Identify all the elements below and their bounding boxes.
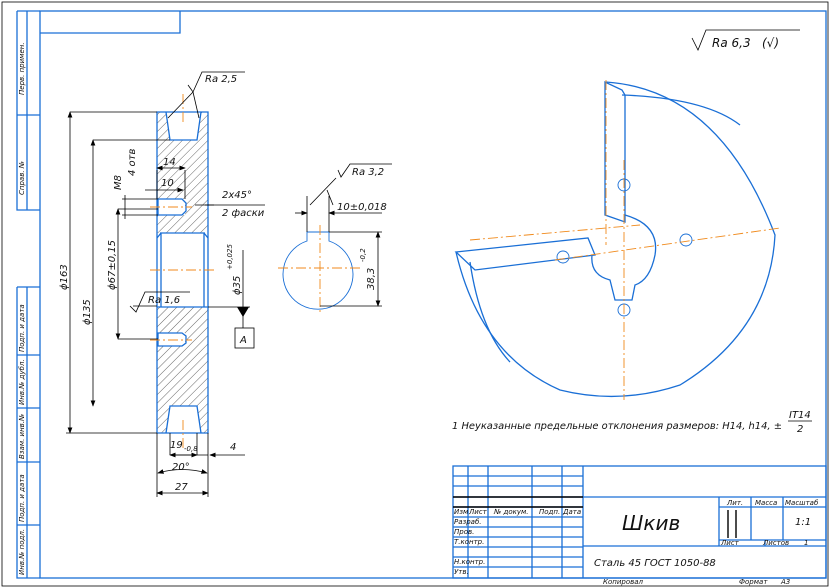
note-fraction-den: 2 [797,424,803,435]
dim-key-width: 10±0,018 [337,202,387,213]
chamfer-note: 2 фаски [222,208,265,219]
note-text: 1 Неуказанные предельные отклонения разм… [452,421,782,432]
col-header: № докум. [493,508,529,516]
dim-d35-tolerance: +0,025 [226,244,234,270]
dim-d67: ϕ67±0,15 [107,240,118,290]
dim-angle: 20° [172,462,190,473]
dim-w10: 10 [161,178,174,189]
top-left-stamp [40,11,181,34]
title-block: Изм Лист № докум. Подп. Дата Разраб. Про… [452,465,827,586]
format-value: A3 [780,578,790,586]
roughness-mark: (√) [762,36,779,50]
col-header: Изм [454,508,469,516]
datum-label: A [239,335,247,346]
dim-key-depth: 38,3 [366,268,377,290]
scale-value: 1:1 [795,517,811,528]
role-label: Утв. [454,568,469,576]
col-header: Лист [468,508,488,516]
dim-w19-tolerance: -0,8 [184,445,198,453]
header-lit: Лит. [726,499,743,507]
pulley-front-view [454,80,781,400]
dim-key-depth-tolerance: -0,2 [359,248,367,262]
keyway-view: 10±0,018 38,3 -0,2 Ra 3,2 [278,163,392,312]
header-scale: Масштаб [785,499,819,507]
format-label: Формат [739,578,768,586]
note-fraction-num: IT14 [789,410,811,421]
roughness-value: Ra 6,3 [712,36,751,50]
dim-d35: ϕ35 [232,276,243,295]
role-label: Пров. [454,528,474,536]
dim-w14: 14 [163,157,176,168]
sheets-value: 1 [804,539,808,547]
role-label: Т.контр. [454,538,484,546]
datum-box [234,327,255,349]
col-header: Подп. [539,508,560,516]
role-label: Н.контр. [454,558,485,566]
general-roughness: Ra 6,3 (√) [691,29,800,51]
dim-holes-count: 4 отв [127,149,138,176]
side-strip: Перв. примен. Справ. № Подп. и дата Инв.… [16,10,40,579]
technical-note: 1 Неуказанные предельные отклонения разм… [452,410,812,435]
header-mass: Масса [755,499,777,507]
dim-d135: ϕ135 [82,299,93,325]
strip-label: Инв.№ подл. [18,529,26,575]
strip-label: Справ. № [18,161,26,195]
pulley-section-view: ϕ163 ϕ135 ϕ67±0,15 M8 4 отв 14 10 2x45° … [59,71,265,497]
roughness-groove: Ra 2,5 [205,74,237,85]
material: Сталь 45 ГОСТ 1050-88 [594,558,716,569]
strip-label: Перв. примен. [18,42,26,95]
dim-thread: M8 [113,175,124,190]
roughness-bore: Ra 1,6 [148,295,180,306]
dim-chamfer: 2x45° [222,190,252,201]
dim-d163: ϕ163 [59,264,70,290]
strip-label: Подп. и дата [18,474,26,522]
part-name: Шкив [622,511,680,535]
dim-w4: 4 [230,442,236,453]
role-label: Разраб. [454,518,482,526]
col-header: Дата [562,508,581,516]
dim-w27: 27 [175,482,188,493]
dim-w19: 19 [170,440,183,451]
sheet-label: Лист [720,539,740,547]
strip-label: Инв.№ дубл. [18,359,26,405]
copied-label: Копировал [603,578,644,586]
roughness-key: Ra 3,2 [352,167,384,178]
sheets-label: Листов [762,539,789,547]
strip-label: Подп. и дата [18,304,26,352]
strip-label: Взам. инв.№ [18,414,26,459]
inner-frame [39,10,827,579]
